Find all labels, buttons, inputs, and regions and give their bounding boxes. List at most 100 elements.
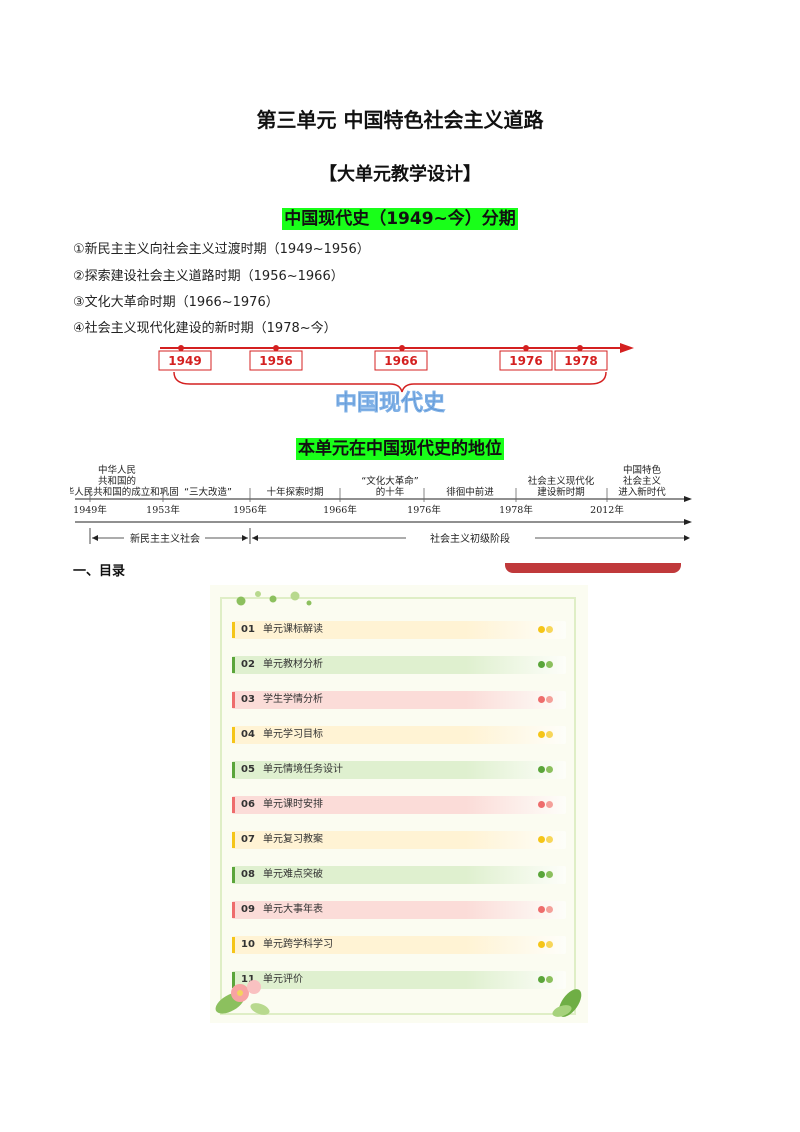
- toc-item-08[interactable]: 08 单元难点突破: [232, 866, 566, 884]
- toc-accent-bar: [232, 867, 235, 883]
- leaf-icon: [552, 989, 582, 1017]
- toc-label: 单元课时安排: [263, 799, 323, 810]
- year-label: 1966: [384, 354, 417, 368]
- timeline-node-1976: 1976: [499, 345, 553, 371]
- year-label: 1953年: [146, 504, 180, 516]
- toc-accent-bar: [232, 692, 235, 708]
- era-label: 新民主主义社会: [130, 532, 200, 545]
- toc-label: 单元学习目标: [263, 729, 323, 740]
- toc-label: 单元课标解读: [263, 624, 323, 635]
- year-label: 1949: [168, 354, 201, 368]
- toc-number: 07: [241, 834, 255, 845]
- toc-dots-icon: [538, 801, 554, 809]
- toc-item-06[interactable]: 06 单元课时安排: [232, 796, 566, 814]
- year-label: 1966年: [323, 504, 357, 516]
- toc-number: 01: [241, 624, 255, 635]
- toc-label: 单元跨学科学习: [263, 939, 333, 950]
- toc-dots-icon: [538, 661, 554, 669]
- stage-label: “文化大革命”的十年: [361, 475, 418, 498]
- toc-number: 03: [241, 694, 255, 705]
- periods-heading-wrap: 中国现代史（1949~今）分期: [0, 204, 800, 230]
- flower-icon: [215, 980, 270, 1015]
- page-title: 第三单元 中国特色社会主义道路: [256, 108, 544, 132]
- toc-label: 单元复习教案: [263, 834, 323, 845]
- toc-dots-icon: [538, 731, 554, 739]
- toc-label: 单元评价: [263, 974, 303, 985]
- toc-item-04[interactable]: 04 单元学习目标: [232, 726, 566, 744]
- toc-accent-bar: [232, 937, 235, 953]
- toc-number: 08: [241, 869, 255, 880]
- toc-accent-bar: [232, 832, 235, 848]
- toc-label: 单元大事年表: [263, 904, 323, 915]
- toc-frame: [220, 597, 576, 1015]
- position-heading-wrap: 本单元在中国现代史的地位: [0, 434, 800, 460]
- toc-accent-bar: [232, 797, 235, 813]
- toc-label: 单元情境任务设计: [263, 764, 343, 775]
- toc-number: 06: [241, 799, 255, 810]
- timeline-caption: 中国现代史: [335, 390, 446, 416]
- timeline-brace: [173, 371, 607, 393]
- toc-accent-bar: [232, 657, 235, 673]
- stage-label: 十年探索时期: [266, 486, 323, 498]
- toc-accent-bar: [232, 727, 235, 743]
- year-label: 1976: [509, 354, 542, 368]
- timeline-node-1956: 1956: [249, 345, 303, 371]
- toc-dots-icon: [538, 871, 554, 879]
- toc-item-01[interactable]: 01 单元课标解读: [232, 621, 566, 639]
- toc-item-02[interactable]: 02 单元教材分析: [232, 656, 566, 674]
- toc-number: 05: [241, 764, 255, 775]
- toc-accent-bar: [232, 622, 235, 638]
- toc-label: 学生学情分析: [263, 694, 323, 705]
- period-item: ④社会主义现代化建设的新时期（1978~今）: [73, 321, 337, 336]
- toc-dots-icon: [538, 906, 554, 914]
- year-label: 1949年: [73, 504, 107, 516]
- timeline-node-1949: 1949: [158, 345, 212, 371]
- toc-item-09[interactable]: 09 单元大事年表: [232, 901, 566, 919]
- toc-number: 09: [241, 904, 255, 915]
- year-label: 1976年: [407, 504, 441, 516]
- stage-label: 中国特色社会主义进入新时代: [618, 464, 666, 498]
- toc-item-11[interactable]: 11 单元评价: [232, 971, 566, 989]
- toc-dots-icon: [538, 626, 554, 634]
- toc-accent-bar: [232, 762, 235, 778]
- toc-number: 04: [241, 729, 255, 740]
- timeline-arrow: [620, 343, 634, 353]
- stage-label: 徘徊中前进: [446, 486, 494, 498]
- toc-dots-icon: [538, 836, 554, 844]
- toc-dots-icon: [538, 766, 554, 774]
- period-item: ①新民主主义向社会主义过渡时期（1949~1956）: [73, 242, 370, 257]
- toc-dots-icon: [538, 941, 554, 949]
- leaf-dots-icon: [236, 591, 312, 606]
- toc-item-03[interactable]: 03 学生学情分析: [232, 691, 566, 709]
- year-label: 2012年: [590, 504, 624, 516]
- toc-dots-icon: [538, 976, 554, 984]
- periods-heading: 中国现代史（1949~今）分期: [282, 208, 518, 230]
- position-heading: 本单元在中国现代史的地位: [296, 438, 504, 460]
- toc-accent-bar: [232, 902, 235, 918]
- year-label: 1978年: [499, 504, 533, 516]
- toc-accent-bar: [232, 972, 235, 988]
- period-item: ②探索建设社会主义道路时期（1956~1966）: [73, 269, 344, 284]
- toc-label: 单元教材分析: [263, 659, 323, 670]
- section-heading: 一、目录: [73, 564, 126, 579]
- timeline-node-1966: 1966: [374, 345, 428, 371]
- era-label: 社会主义初级阶段: [430, 532, 510, 545]
- page-subtitle: 【大单元教学设计】: [319, 164, 481, 185]
- toc-item-05[interactable]: 05 单元情境任务设计: [232, 761, 566, 779]
- toc-panel: 01 单元课标解读 02 单元教材分析 03 学生学情分析 04 单元学习目标 05 单元情境任务…: [210, 585, 588, 1023]
- year-label: 1956: [259, 354, 292, 368]
- period-item: ③文化大革命时期（1966~1976）: [73, 295, 279, 310]
- modern-history-timeline: 1949 1956 1966 1976 1978 中国现代史: [158, 343, 634, 416]
- year-label: 1956年: [233, 504, 267, 516]
- toc-number: 02: [241, 659, 255, 670]
- toc-label: 单元难点突破: [263, 869, 323, 880]
- stage-label: “三大改造”: [184, 486, 232, 498]
- stage-label: 社会主义现代化建设新时期: [528, 475, 595, 498]
- toc-number: 11: [241, 974, 255, 985]
- unit-position-timeline: 中华人民共和国的中华人民共和国的成立和巩固 “三大改造” 十年探索时期 “文化大…: [70, 464, 692, 545]
- year-label: 1978: [564, 354, 597, 368]
- toc-item-07[interactable]: 07 单元复习教案: [232, 831, 566, 849]
- timeline-node-1978: 1978: [554, 345, 608, 371]
- stage-label: 中华人民共和国的中华人民共和国的成立和巩固: [70, 464, 179, 498]
